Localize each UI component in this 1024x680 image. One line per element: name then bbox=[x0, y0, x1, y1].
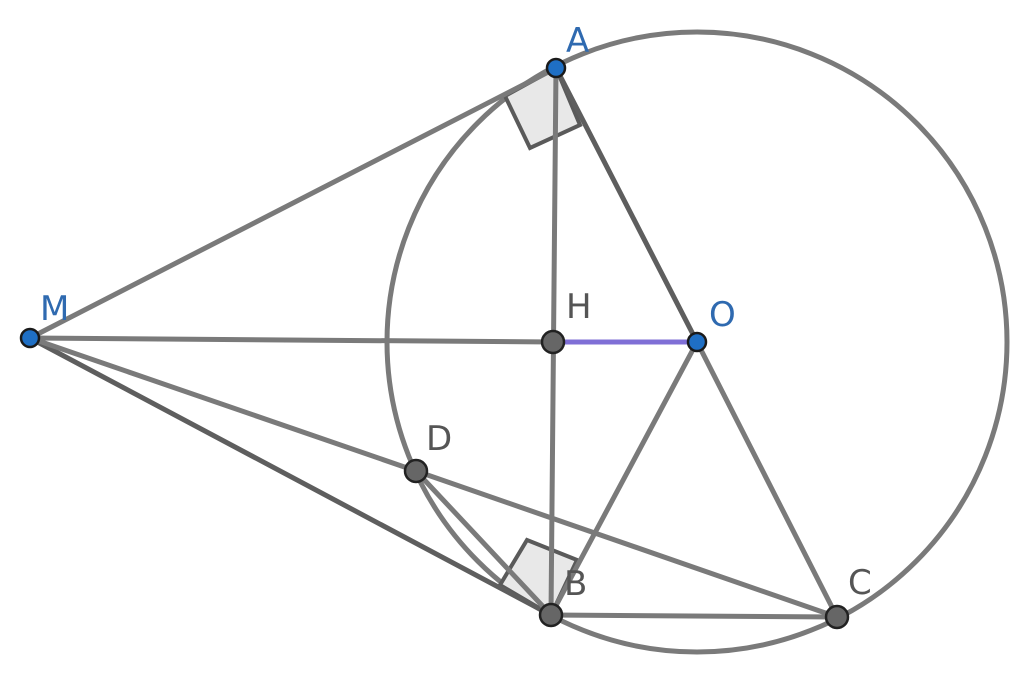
segment-oc bbox=[694, 339, 840, 620]
segment-mb bbox=[27, 335, 554, 618]
label-b: B bbox=[564, 564, 587, 604]
point-b bbox=[538, 602, 564, 628]
label-h: H bbox=[566, 287, 592, 327]
segment-ob bbox=[548, 339, 700, 618]
label-m: M bbox=[40, 289, 69, 329]
point-m bbox=[19, 327, 41, 349]
label-c: C bbox=[848, 563, 872, 603]
label-d: D bbox=[426, 419, 452, 459]
right-angle-mark-a bbox=[502, 65, 583, 151]
point-c bbox=[824, 604, 850, 630]
label-a: A bbox=[566, 21, 589, 61]
segment-ao bbox=[553, 65, 700, 345]
segment-bc bbox=[548, 612, 840, 620]
point-h bbox=[540, 329, 566, 355]
label-o: O bbox=[709, 295, 736, 335]
segment-md bbox=[27, 335, 419, 474]
segment-ma bbox=[27, 65, 559, 341]
point-a bbox=[545, 57, 567, 79]
point-o bbox=[686, 331, 708, 353]
segment-mh bbox=[27, 335, 556, 345]
segment-dc bbox=[413, 468, 840, 620]
point-d bbox=[403, 458, 429, 484]
segment-db bbox=[413, 468, 554, 618]
